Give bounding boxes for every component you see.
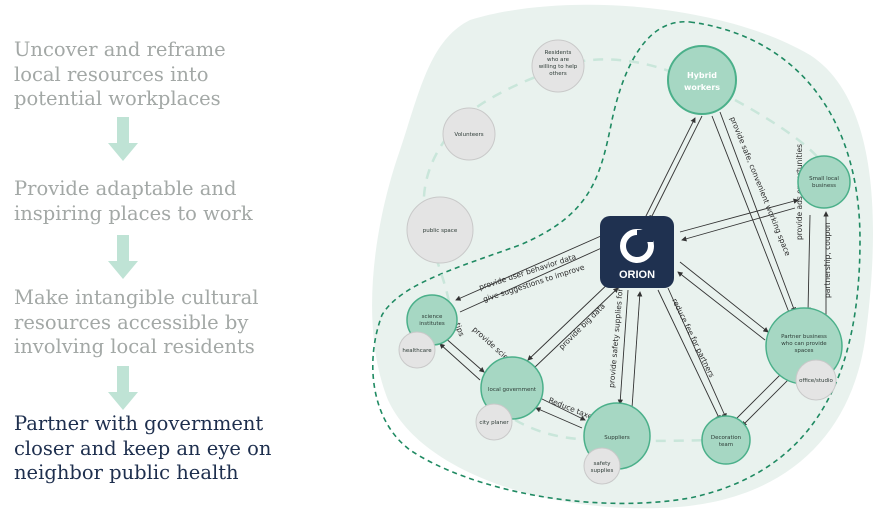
- step-4-text: Partner with government closer and keep …: [14, 412, 272, 484]
- node-healthcare: [398, 331, 436, 369]
- node-residents: [531, 39, 585, 93]
- edge-label-coupon: partnership, coupon: [823, 222, 832, 298]
- node-decoration-team: [701, 415, 751, 465]
- node-local-government-label: local government: [488, 387, 537, 393]
- node-safety-supplies: [583, 447, 621, 485]
- node-office-studio-label: office/studio: [799, 378, 833, 384]
- node-healthcare-label: healthcare: [402, 348, 432, 354]
- step-2-text: Provide adaptable and inspiring places t…: [14, 177, 253, 225]
- down-arrow-icon: [108, 235, 138, 279]
- down-arrow-icon: [108, 117, 138, 161]
- node-city-planer: [475, 403, 513, 441]
- step-3-text: Make intangible cultural resources acces…: [14, 286, 259, 358]
- node-small-business: [797, 155, 851, 209]
- node-city-planer-label: city planer: [479, 420, 509, 426]
- node-suppliers-label: Suppliers: [604, 435, 630, 441]
- node-public-space: [406, 196, 474, 264]
- service-arc: [734, 98, 832, 181]
- orion-hub-label: ORION: [619, 269, 655, 281]
- node-office-studio: [795, 359, 837, 401]
- node-volunteers-label: Volunteers: [454, 132, 483, 138]
- step-1-text: Uncover and reframe local resources into…: [14, 38, 226, 110]
- node-volunteers: [442, 107, 496, 161]
- orion-hub: [600, 216, 674, 288]
- down-arrow-icon: [108, 366, 138, 410]
- node-public-space-label: public space: [423, 228, 458, 234]
- connection-lines: [439, 111, 829, 429]
- node-hybrid-workers: [667, 45, 737, 115]
